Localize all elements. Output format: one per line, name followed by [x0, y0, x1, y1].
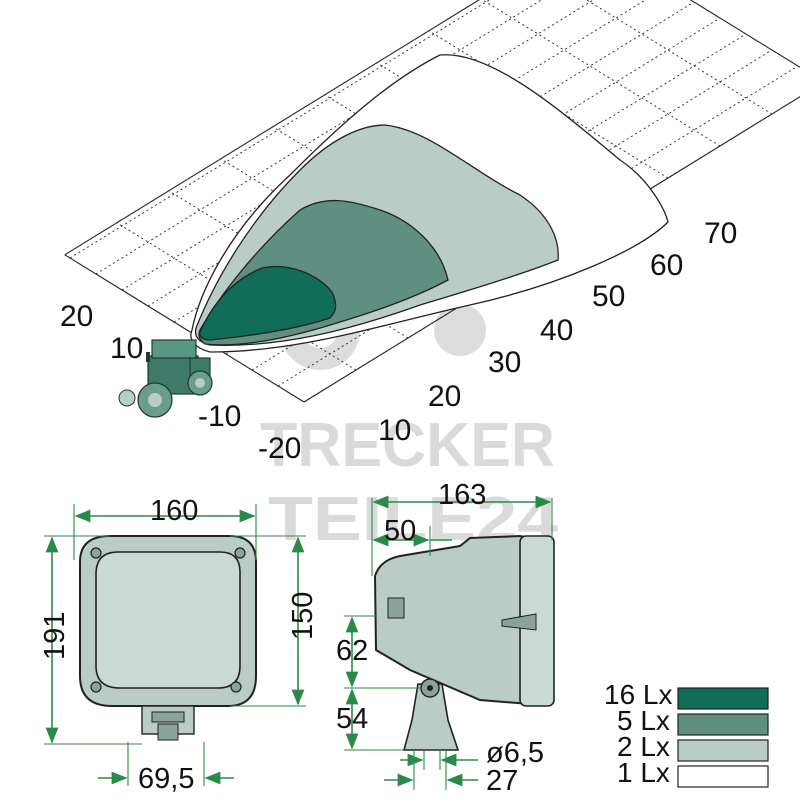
lamp-side-grip	[501, 613, 537, 631]
side-hole-label: ø6,5	[486, 737, 544, 769]
lamp-front-mount	[141, 705, 195, 741]
side-offset-label: 50	[384, 515, 416, 547]
distance-label: 50	[592, 280, 625, 313]
grid-line	[689, 0, 800, 68]
distance-axis-labels: 10 20 30 40 50 60 70	[378, 217, 737, 447]
lateral-label: 10	[110, 332, 143, 365]
front-total-height-label: 191	[39, 612, 71, 660]
grid-line	[585, 0, 773, 115]
screw-icon	[230, 681, 242, 693]
distance-label: 70	[704, 217, 737, 250]
beam-pattern-diagram: 10 20 30 40 50 60 70 20 10 -10 -20	[60, 0, 800, 465]
grid-line	[64, 254, 305, 403]
lateral-axis-labels: 20 10 -10 -20	[60, 300, 301, 465]
screw-icon	[90, 681, 102, 693]
distance-label: 10	[378, 414, 411, 447]
screw-icon	[234, 547, 246, 559]
lamp-front-view: 160 191 150 69,5	[39, 495, 319, 795]
watermark-line1: TRECKER	[260, 411, 555, 480]
front-mount-width-label: 69,5	[138, 763, 194, 795]
lateral-label: 20	[60, 300, 93, 333]
side-depth-label: 163	[438, 479, 486, 511]
lamp-side-view: 163 50 62 54 ø6,5 27	[336, 479, 555, 797]
lux-legend: 16 Lx 5 Lx 2 Lx 1 Lx	[604, 679, 769, 788]
front-lamp-height-label: 150	[287, 592, 319, 640]
distance-label: 60	[650, 249, 683, 282]
front-width-label: 160	[150, 495, 198, 527]
screw-icon	[90, 547, 102, 559]
grid-line	[69, 0, 491, 259]
legend-item-5lx: 5 Lx	[617, 705, 769, 736]
legend-label: 2 Lx	[617, 731, 670, 762]
grid-line	[64, 0, 480, 256]
lamp-side-clip	[387, 597, 405, 619]
legend-label: 5 Lx	[617, 705, 670, 736]
legend-item-16lx: 16 Lx	[604, 679, 769, 710]
distance-label: 20	[428, 380, 461, 413]
legend-label: 1 Lx	[617, 757, 670, 788]
lateral-label: -10	[198, 400, 241, 433]
lamp-front-lens	[95, 551, 241, 689]
distance-label: 40	[540, 314, 573, 347]
lamp-side-bracket	[402, 678, 460, 751]
legend-item-1lx: 1 Lx	[617, 757, 769, 788]
side-slot-label: 27	[486, 765, 518, 797]
legend-label: 16 Lx	[604, 679, 673, 710]
legend-item-2lx: 2 Lx	[617, 731, 769, 762]
side-bracket-height-label: 54	[336, 703, 368, 735]
grid-line	[481, 0, 721, 147]
tractor-icon	[118, 339, 213, 418]
lateral-label: -20	[258, 432, 301, 465]
distance-label: 30	[488, 346, 521, 379]
isolux-16lx-area	[199, 265, 337, 341]
side-pivot-height-label: 62	[336, 635, 368, 667]
